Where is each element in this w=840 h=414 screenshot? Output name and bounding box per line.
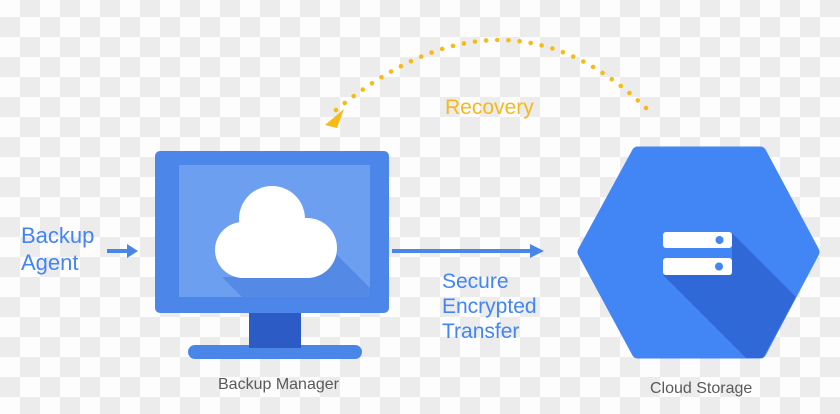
secure-transfer-label: Secure Encrypted Transfer	[442, 270, 537, 343]
recovery-arrow-icon	[325, 37, 653, 128]
server-stack-icon	[663, 232, 732, 275]
recovery-arc-dots	[333, 37, 653, 115]
server-led-dot	[715, 236, 724, 244]
backup-agent-label: Backup Agent	[21, 223, 95, 275]
monitor-stand	[249, 308, 301, 348]
recovery-label: Recovery	[445, 96, 534, 119]
monitor-base	[188, 345, 362, 359]
backup-manager-monitor-icon	[155, 151, 389, 359]
recovery-arrowhead	[325, 109, 344, 128]
transfer-arrow-icon	[392, 244, 544, 258]
backup-manager-caption: Backup Manager	[218, 376, 339, 393]
cloud-icon	[215, 186, 337, 278]
cloud-storage-hexagon-icon	[577, 146, 820, 359]
backup-agent-arrow-icon	[107, 244, 138, 258]
cloud-storage-caption: Cloud Storage	[650, 380, 753, 397]
server-led-dot	[715, 262, 723, 271]
agent-arrowhead	[127, 244, 138, 258]
transfer-arrowhead	[530, 244, 544, 258]
